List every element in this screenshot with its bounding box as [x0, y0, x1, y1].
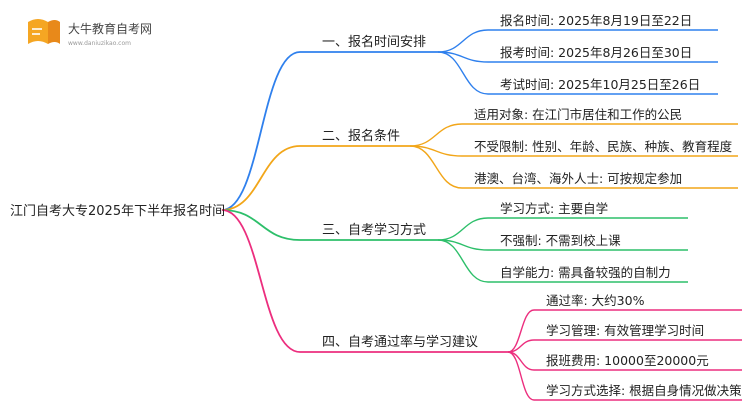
- branch-2-leaf-1-connector: [409, 123, 463, 147]
- mind-map-nodes: 江门自考大专2025年下半年报名时间 一、报名时间安排 报名时间: 2025年8月1…: [10, 13, 742, 398]
- logo-book-icon: [28, 19, 60, 44]
- site-logo: 大牛教育自考网 www.daniuzikao.com: [10, 10, 250, 50]
- branch-2-leaf-3: 港澳、台湾、海外人士: 可按规定参加: [474, 171, 682, 186]
- branch-3-connector: [221, 209, 301, 241]
- branch-4-leaf-2: 学习管理: 有效管理学习时间: [546, 323, 704, 338]
- branch-1-label: 一、报名时间安排: [322, 34, 426, 50]
- root-topic: 江门自考大专2025年下半年报名时间: [10, 203, 225, 219]
- branch-2-leaf-1: 适用对象: 在江门市居住和工作的公民: [474, 107, 682, 122]
- branch-2-leaf-2: 不受限制: 性别、年龄、民族、种族、教育程度: [474, 139, 733, 154]
- branch-1-leaf-3: 考试时间: 2025年10月25日至26日: [500, 77, 700, 92]
- branch-4-label: 四、自考通过率与学习建议: [322, 334, 478, 350]
- branch-3-leaf-2: 不强制: 不需到校上课: [500, 233, 621, 248]
- logo-url: www.daniuzikao.com: [68, 40, 131, 47]
- branch-4-leaf-3-connector: [507, 351, 535, 371]
- branch-4-leaf-4: 学习方式选择: 根据自身情况做决策: [546, 383, 742, 398]
- logo-name: 大牛教育自考网: [68, 22, 153, 36]
- branch-1-connector: [221, 51, 301, 211]
- branch-3-leaf-1-connector: [437, 217, 489, 241]
- branch-4-leaf-1-connector: [507, 309, 535, 353]
- branch-2-leaf-3-connector: [409, 145, 463, 189]
- branch-4-connector: [221, 209, 301, 353]
- branch-1-leaf-2: 报考时间: 2025年8月26日至30日: [500, 45, 692, 60]
- mind-map-links: [221, 29, 742, 401]
- branch-3-leaf-3-connector: [437, 239, 489, 283]
- branch-4-leaf-3: 报班费用: 10000至20000元: [546, 353, 709, 368]
- branch-4-leaf-1: 通过率: 大约30%: [546, 293, 645, 308]
- branch-3-label: 三、自考学习方式: [322, 222, 426, 238]
- branch-2-label: 二、报名条件: [322, 128, 400, 144]
- branch-1-leaf-1: 报名时间: 2025年8月19日至22日: [500, 13, 692, 28]
- branch-3-leaf-1: 学习方式: 主要自学: [500, 201, 608, 216]
- branch-1-leaf-1-connector: [437, 29, 489, 53]
- branch-3-leaf-3: 自学能力: 需具备较强的自制力: [500, 265, 671, 280]
- branch-4-leaf-4-connector: [507, 351, 535, 401]
- branch-2-connector: [221, 145, 301, 211]
- branch-1-leaf-3-connector: [437, 51, 489, 95]
